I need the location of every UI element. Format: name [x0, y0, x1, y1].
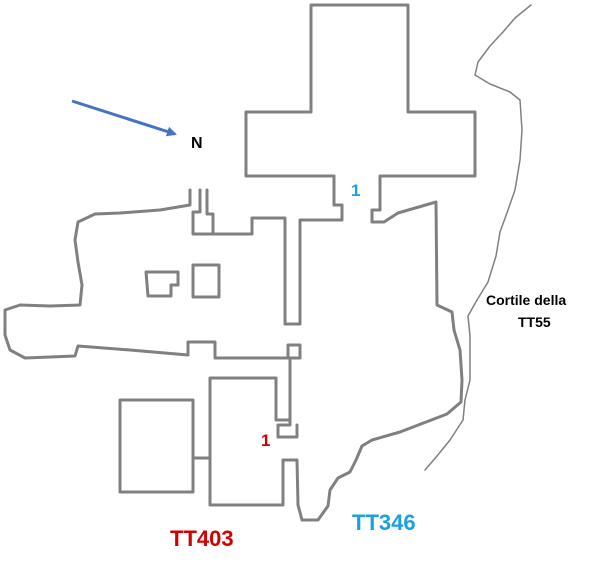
marker-tt346: 1 [351, 181, 360, 200]
pillar-irregular [144, 270, 180, 298]
courtyard-label-line2: TT55 [518, 314, 551, 330]
marker-tt403: 1 [261, 431, 270, 450]
left-irregular-chamber [3, 188, 302, 439]
tomb-tt403-label: TT403 [170, 526, 234, 551]
tomb-tt346-label: TT346 [352, 510, 416, 535]
tt346-upper-chamber [244, 3, 477, 220]
tt346-corridor-jamb [205, 188, 215, 236]
courtyard-edge-line [424, 4, 532, 471]
north-arrow-icon [71, 99, 177, 137]
tt403-back-chamber [118, 398, 195, 494]
pillar-square [191, 263, 221, 299]
tt346-passage-wall [191, 188, 344, 326]
tt346-outer-wall [208, 200, 464, 522]
courtyard-label-line1: Cortile della [486, 292, 566, 308]
tt403-front-chamber [191, 376, 292, 460]
tt346-entrance-left-jamb [332, 174, 344, 220]
north-label: N [191, 135, 203, 152]
